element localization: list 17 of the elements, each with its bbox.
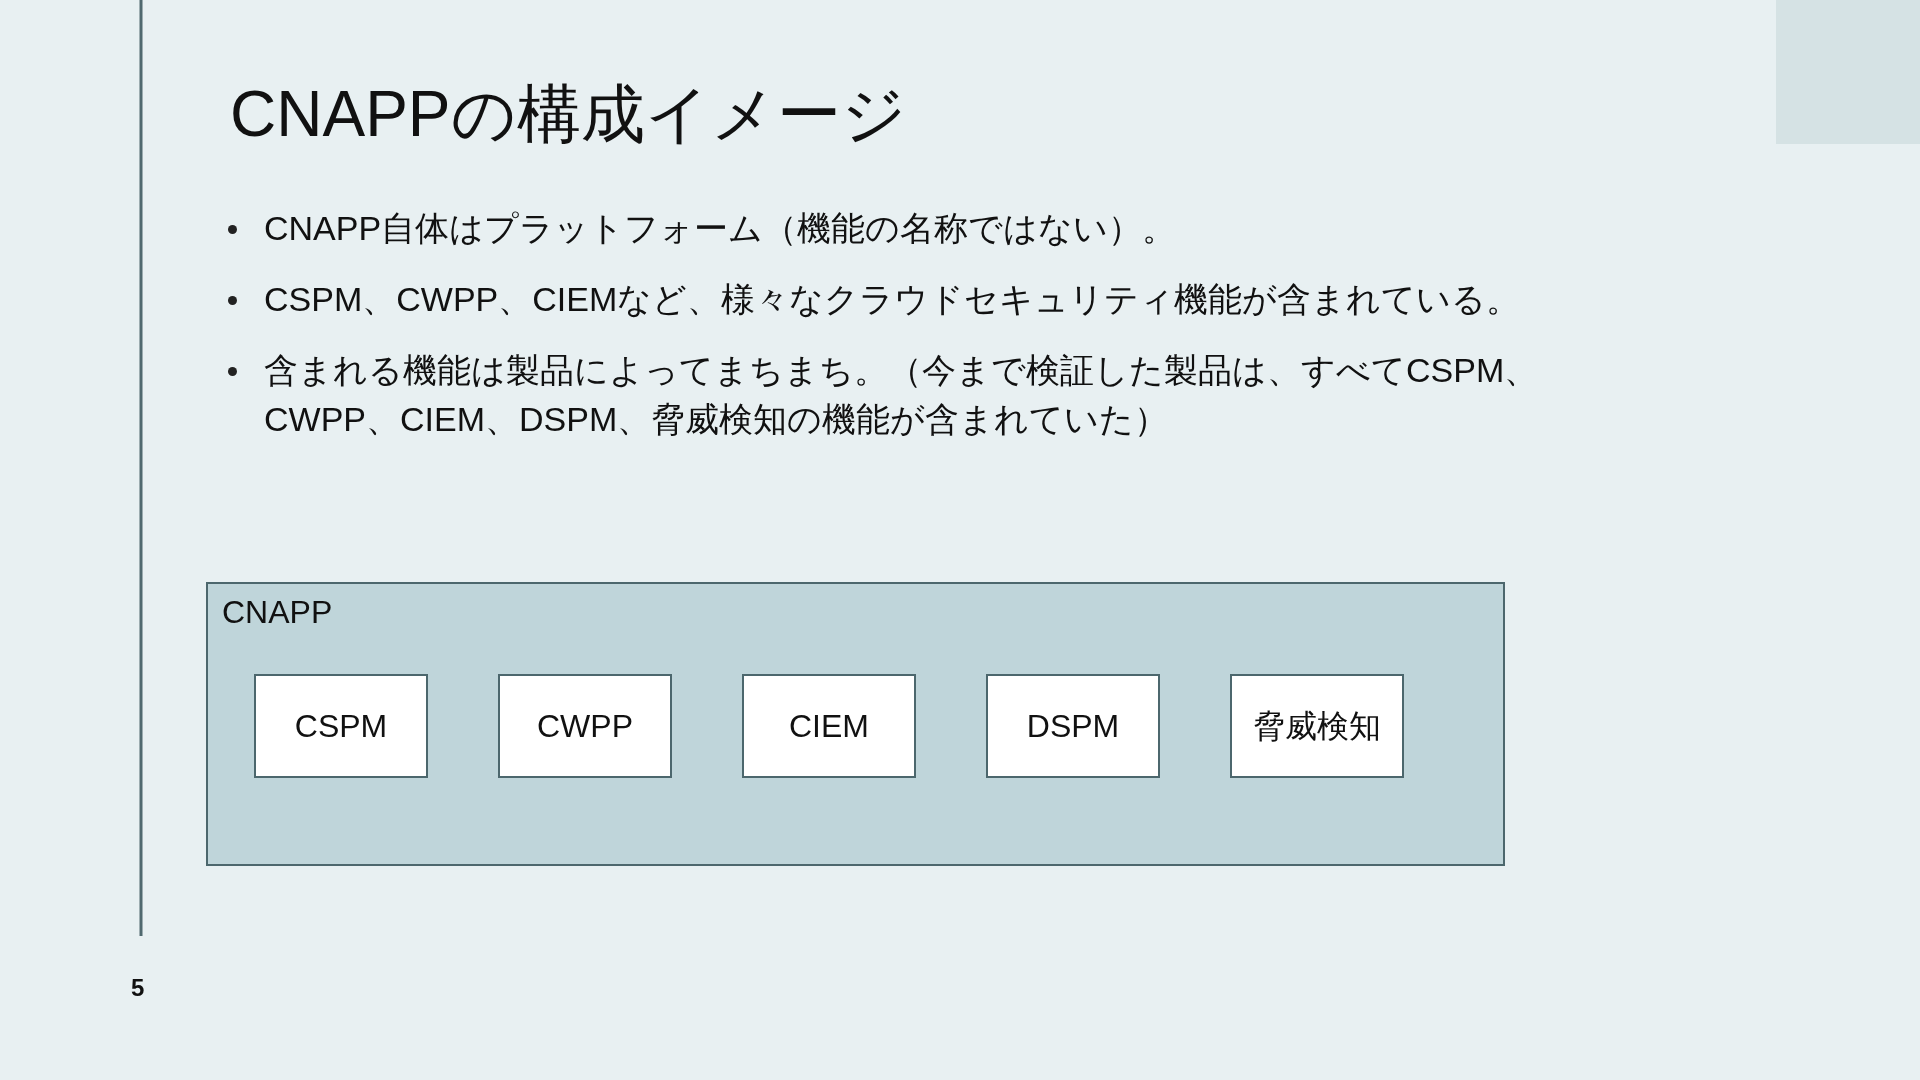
feature-box bbox=[1230, 674, 1404, 778]
feature-label: DSPM bbox=[1026, 707, 1120, 745]
group-label: CNAPP bbox=[222, 593, 333, 631]
feature-box bbox=[498, 674, 672, 778]
bullet-text: CSPM、CWPP、CIEMなど、様々なクラウドセキュリティ機能が含まれている。 bbox=[264, 279, 1522, 320]
platform-container bbox=[206, 582, 1505, 866]
slide-title: CNAPPの構成イメージ bbox=[230, 77, 907, 152]
feature-label: CSPM bbox=[294, 707, 388, 745]
feature-label: 脅威検知 bbox=[1253, 707, 1381, 745]
bullet-text: CNAPP自体はプラットフォーム（機能の名称ではない）。 bbox=[264, 208, 1178, 249]
feature-box bbox=[986, 674, 1160, 778]
feature-label: CIEM bbox=[789, 707, 869, 745]
page-number: 5 bbox=[131, 974, 145, 1002]
feature-label: CWPP bbox=[537, 707, 633, 745]
feature-box bbox=[254, 674, 428, 778]
bullet-text: 含まれる機能は製品によってまちまち。（今まで検証した製品は、すべてCSPM、CWPP、CIEM、DSPM、脅威検知の機能が含まれていた） bbox=[264, 350, 1540, 440]
feature-box bbox=[742, 674, 916, 778]
